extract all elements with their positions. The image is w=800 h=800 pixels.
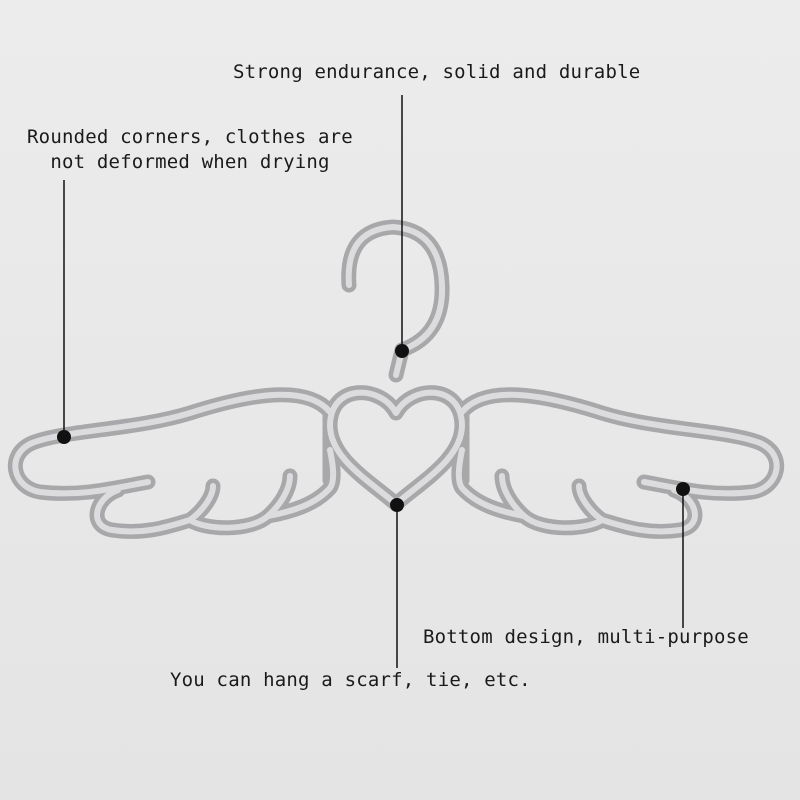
pointer-dot-top — [395, 344, 409, 358]
pointer-dots — [57, 344, 690, 512]
callout-right: Bottom design, multi-purpose — [423, 626, 749, 648]
callout-left: Rounded corners, clothes are not deforme… — [4, 125, 376, 175]
callout-left-line2: not deformed when drying — [50, 151, 330, 173]
pointer-dot-left — [57, 430, 71, 444]
callout-top: Strong endurance, solid and durable — [233, 61, 641, 83]
pointer-dot-bottom — [390, 498, 404, 512]
pointers — [63, 95, 684, 668]
callout-left-line1: Rounded corners, clothes are — [27, 126, 353, 148]
callout-bottom: You can hang a scarf, tie, etc. — [170, 669, 531, 691]
pointer-dot-right — [676, 482, 690, 496]
